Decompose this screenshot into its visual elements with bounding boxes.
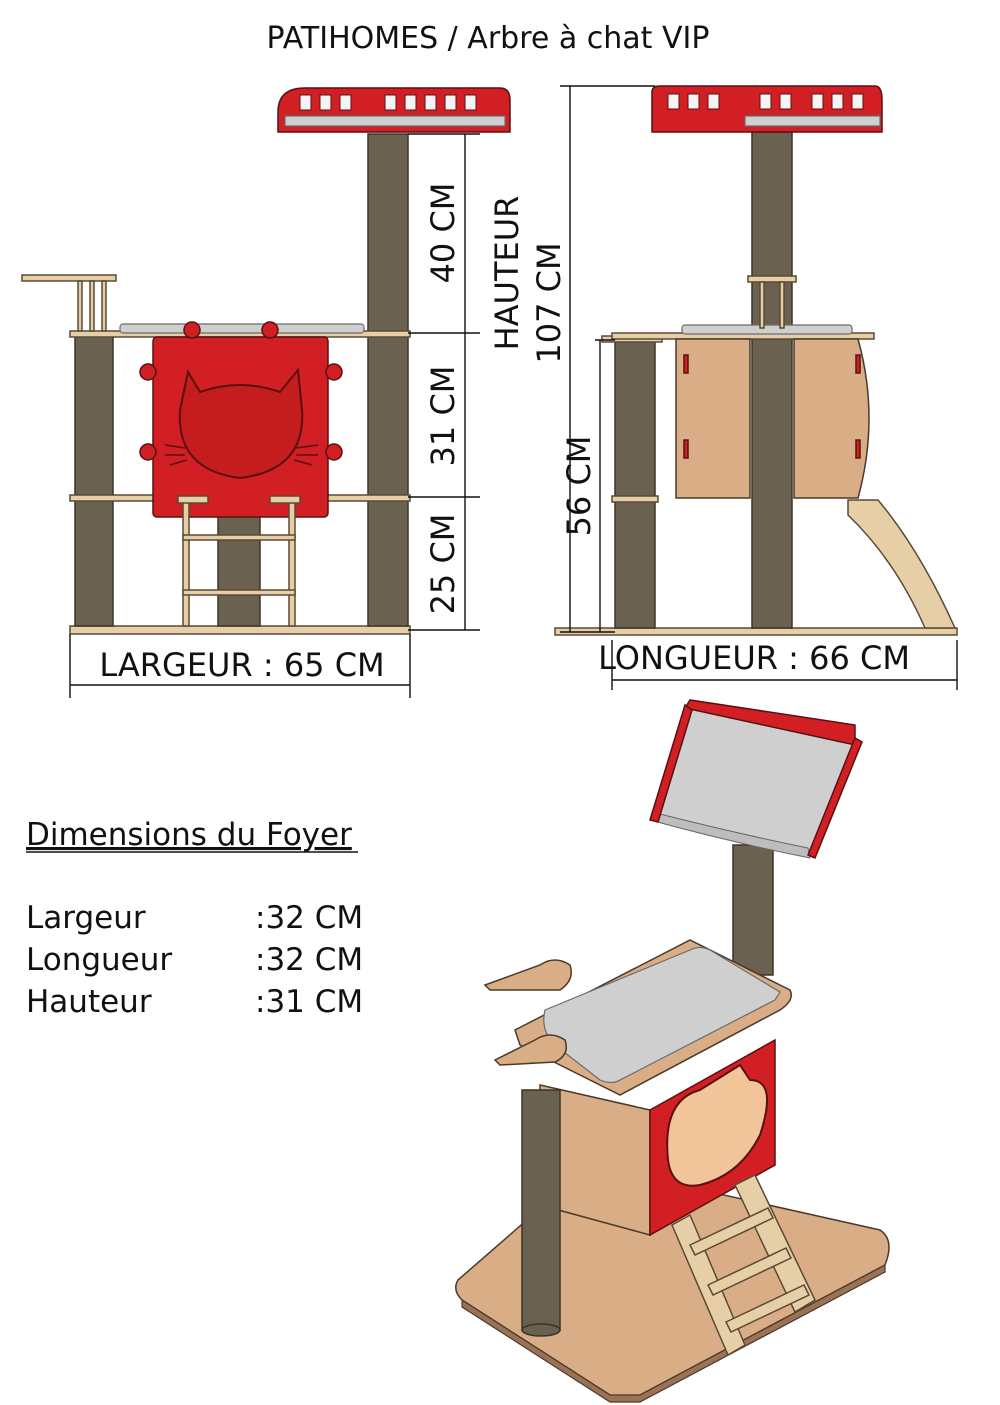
front-left-post (74, 333, 114, 627)
side-left-post (614, 339, 656, 629)
iso-top-bed-wall (649, 703, 693, 823)
side-ramp (847, 499, 957, 629)
foyer-heading: Dimensions du Foyer (26, 817, 352, 853)
front-top-cushion (284, 115, 506, 127)
side-cushion (681, 324, 853, 335)
front-center-post (217, 504, 261, 627)
foyer-row-label: Longueur (26, 942, 172, 978)
platform-height-label: 56 CM (560, 436, 598, 537)
front-view-dimensions (69, 133, 480, 698)
front-small-perch (21, 274, 117, 282)
iso-perch (483, 959, 572, 991)
side-top-bed-windows (667, 93, 864, 110)
length-label: LONGUEUR : 66 CM (598, 639, 910, 677)
front-height-middle-label: 31 CM (424, 366, 462, 467)
front-height-top-label: 40 CM (424, 183, 462, 284)
front-ladder-hook (177, 495, 209, 504)
side-house-panel (675, 338, 751, 499)
foyer-row-label: Largeur (26, 900, 146, 936)
foyer-row-label: Hauteur (26, 984, 152, 1020)
front-house-peg (139, 443, 157, 461)
front-house-peg (139, 363, 157, 381)
front-perch-bar (89, 280, 95, 332)
iso-base-edge (461, 1264, 886, 1403)
front-ladder-rail (288, 499, 296, 627)
side-view-dimensions (560, 85, 958, 690)
side-house-panel (793, 338, 870, 499)
front-ladder-rung (182, 589, 296, 596)
side-cage-bar (779, 281, 785, 329)
foyer-row-value: :32 CM (255, 942, 363, 978)
iso-front-post-base (521, 1323, 561, 1337)
front-perch-bar (77, 280, 83, 332)
side-center-post (751, 131, 793, 629)
foyer-row-value: :31 CM (255, 984, 363, 1020)
foyer-row-value: :32 CM (255, 900, 363, 936)
front-house-peg (183, 321, 201, 339)
front-perch-bar (101, 280, 107, 332)
front-ladder-rail (182, 499, 190, 627)
front-ladder-rung (182, 534, 296, 541)
front-house-peg (261, 321, 279, 339)
iso-ladder-rung (688, 1207, 775, 1256)
front-whiskers (164, 444, 319, 466)
front-ladder-hook (269, 495, 301, 504)
iso-front-post (521, 1089, 561, 1331)
front-view (21, 87, 511, 635)
iso-cat-head-opening (666, 1063, 768, 1187)
side-red-clip (855, 439, 861, 459)
side-red-clip (683, 439, 689, 459)
iso-top-cushion-edge (649, 811, 811, 859)
front-house-peg (325, 443, 343, 461)
width-label: LARGEUR : 65 CM (99, 646, 384, 684)
isometric-view (455, 699, 890, 1403)
iso-tall-post (732, 844, 774, 976)
side-view (554, 85, 958, 636)
side-red-clip (683, 354, 689, 374)
iso-perch (493, 1034, 567, 1066)
front-top-bed-windows (299, 94, 477, 111)
side-cage-top (747, 275, 797, 283)
iso-ladder-rung (724, 1284, 811, 1333)
side-cage-bar (759, 281, 765, 329)
iso-cushion (543, 946, 781, 1084)
front-base-board (69, 625, 411, 635)
total-height-title: HAUTEUR (488, 196, 526, 351)
side-left-post-ring (611, 495, 659, 503)
side-red-clip (855, 354, 861, 374)
front-house-peg (325, 363, 343, 381)
iso-ladder-rung (706, 1247, 793, 1296)
page-title: PATIHOMES / Arbre à chat VIP (267, 21, 710, 56)
iso-ladder-rail (734, 1173, 816, 1314)
front-height-bottom-label: 25 CM (424, 514, 462, 615)
iso-top-bed-wall (683, 699, 856, 746)
front-right-post (367, 133, 409, 627)
side-top-cushion (744, 115, 881, 127)
iso-top-bed-wall (807, 736, 863, 859)
total-height-value: 107 CM (530, 242, 568, 363)
side-base-board (554, 627, 958, 636)
front-cushion (119, 323, 365, 334)
front-cat-head-opening (178, 367, 304, 480)
